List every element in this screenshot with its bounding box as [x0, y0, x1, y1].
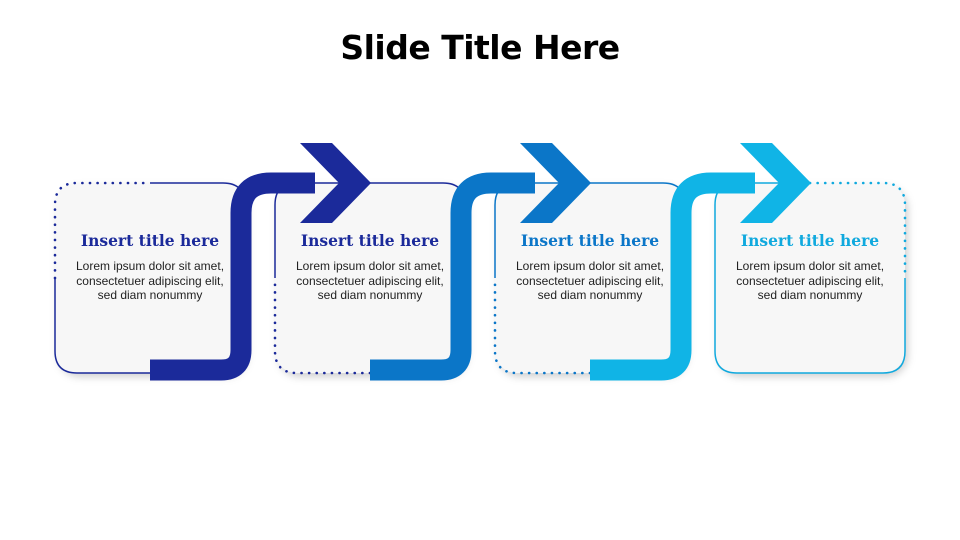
step-1-body: Lorem ipsum dolor sit amet, consectetuer…	[75, 259, 225, 302]
step-1-text: Insert title here Lorem ipsum dolor sit …	[75, 231, 225, 303]
step-4-title: Insert title here	[740, 231, 880, 250]
connector-arrow-2	[370, 143, 591, 381]
card-3-dotted-border	[493, 276, 592, 375]
connector-arrow-3	[590, 143, 811, 381]
step-2-body: Lorem ipsum dolor sit amet, consectetuer…	[295, 259, 445, 302]
slide-title: Slide Title Here	[340, 28, 620, 67]
step-3-text: Insert title here Lorem ipsum dolor sit …	[515, 231, 665, 303]
step-1-title: Insert title here	[80, 231, 220, 250]
step-3-body: Lorem ipsum dolor sit amet, consectetuer…	[515, 259, 665, 302]
step-4-body: Lorem ipsum dolor sit amet, consectetuer…	[735, 259, 885, 302]
card-4-dotted-border	[808, 181, 907, 280]
card-2-dotted-border	[273, 276, 372, 375]
step-4-text: Insert title here Lorem ipsum dolor sit …	[735, 231, 885, 303]
card-1-dotted-border	[53, 181, 152, 280]
step-2-title: Insert title here	[300, 231, 440, 250]
step-3-title: Insert title here	[520, 231, 660, 250]
connector-arrow-1	[150, 143, 371, 381]
step-2-text: Insert title here Lorem ipsum dolor sit …	[295, 231, 445, 303]
